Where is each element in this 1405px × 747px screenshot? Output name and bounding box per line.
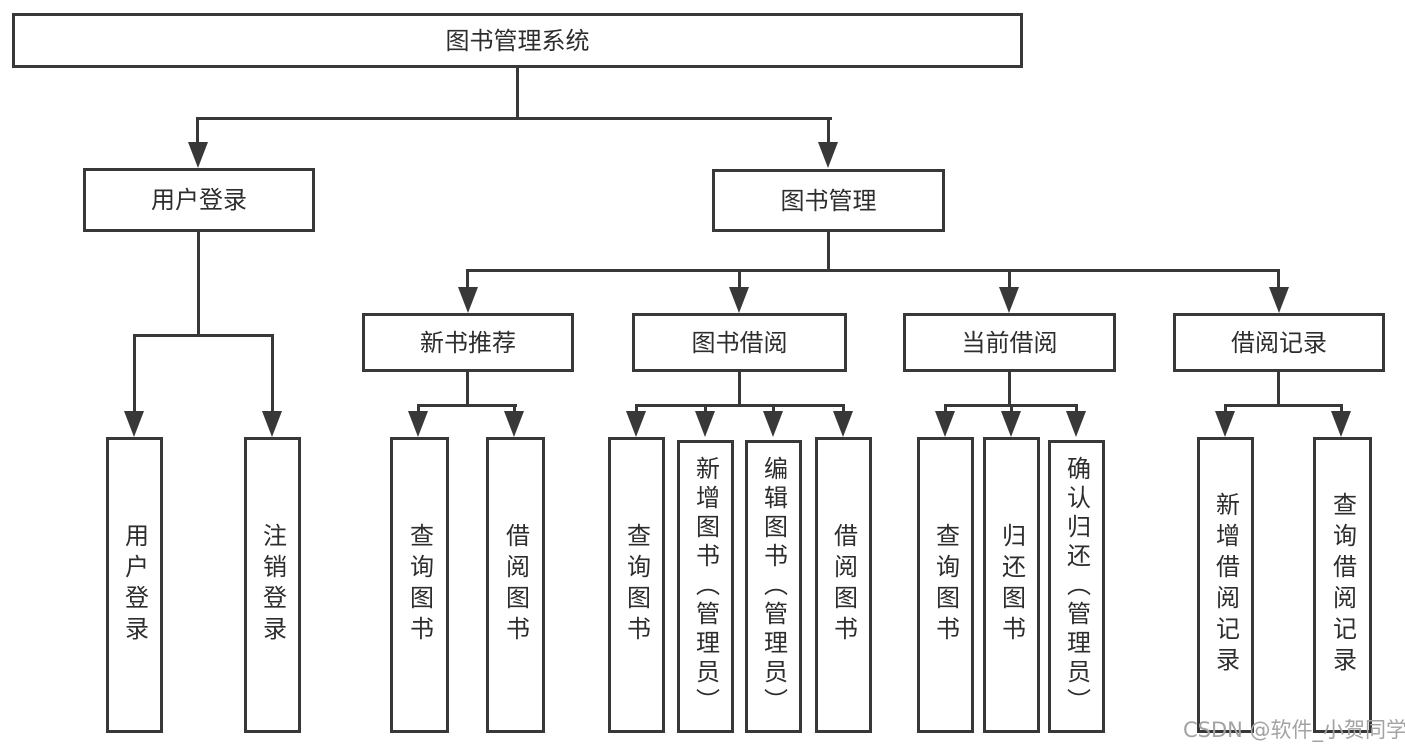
node-label: 新书推荐 bbox=[420, 328, 516, 357]
node-new-book-recommend: 新书推荐 bbox=[362, 313, 574, 372]
connector-line bbox=[738, 371, 741, 407]
node-label: 借阅图书 bbox=[501, 523, 530, 647]
arrow-down-icon bbox=[1269, 287, 1289, 313]
connector-line bbox=[513, 404, 516, 414]
connector-line bbox=[1277, 269, 1280, 291]
connector-line bbox=[1008, 371, 1011, 407]
node-label: 注销登录 bbox=[258, 523, 287, 647]
csdn-watermark: CSDN @软件_小贺同学 bbox=[1183, 718, 1405, 742]
connector-line bbox=[466, 371, 469, 407]
node-label: 新增图书（管理员） bbox=[691, 456, 720, 717]
arrow-down-icon bbox=[1331, 411, 1351, 437]
node-library-system: 图书管理系统 bbox=[12, 13, 1023, 68]
arrow-down-icon bbox=[458, 287, 478, 313]
leaf-confirm-return-admin: 确认归还（管理员） bbox=[1048, 440, 1105, 733]
node-label: 确认归还（管理员） bbox=[1062, 456, 1091, 717]
connector-line bbox=[271, 334, 274, 413]
connector-line bbox=[466, 269, 1280, 272]
leaf-query-books-borrow: 查询图书 bbox=[608, 437, 665, 733]
arrow-down-icon bbox=[1001, 411, 1021, 437]
arrow-down-icon bbox=[818, 142, 838, 168]
node-label: 编辑图书（管理员） bbox=[759, 456, 788, 717]
node-label: 用户登录 bbox=[120, 523, 149, 647]
connector-line bbox=[516, 67, 519, 120]
node-label: 图书管理系统 bbox=[445, 26, 590, 55]
connector-line bbox=[1010, 404, 1013, 414]
node-label: 图书管理 bbox=[780, 186, 877, 215]
leaf-query-books-recommend: 查询图书 bbox=[390, 437, 449, 733]
connector-line bbox=[827, 231, 830, 272]
node-label: 归还图书 bbox=[997, 523, 1026, 647]
leaf-return-books: 归还图书 bbox=[983, 437, 1040, 733]
arrow-down-icon bbox=[408, 411, 428, 437]
connector-line bbox=[417, 404, 420, 414]
connector-line bbox=[133, 334, 274, 337]
node-borrowing-records: 借阅记录 bbox=[1173, 313, 1385, 372]
connector-line bbox=[1340, 404, 1343, 414]
connector-line bbox=[466, 269, 469, 291]
node-label: 图书借阅 bbox=[691, 328, 788, 357]
node-label: 查询借阅记录 bbox=[1328, 492, 1357, 678]
arrow-down-icon bbox=[763, 411, 783, 437]
node-label: 借阅记录 bbox=[1231, 328, 1327, 357]
node-label: 查询图书 bbox=[622, 523, 651, 647]
leaf-add-borrow-record: 新增借阅记录 bbox=[1197, 437, 1254, 733]
connector-line bbox=[772, 404, 775, 414]
node-label: 用户登录 bbox=[151, 186, 247, 214]
node-book-borrowing: 图书借阅 bbox=[632, 313, 847, 372]
connector-line bbox=[417, 404, 517, 407]
leaf-borrow-books-recommend: 借阅图书 bbox=[486, 437, 545, 733]
connector-line bbox=[1008, 269, 1011, 291]
arrow-down-icon bbox=[626, 411, 646, 437]
connector-line bbox=[738, 269, 741, 291]
connector-line bbox=[635, 404, 638, 414]
node-label: 当前借阅 bbox=[961, 328, 1058, 357]
arrow-down-icon bbox=[935, 411, 955, 437]
node-label: 借阅图书 bbox=[829, 523, 858, 647]
connector-line bbox=[197, 231, 200, 337]
arrow-down-icon bbox=[1066, 411, 1086, 437]
node-label: 查询图书 bbox=[405, 523, 434, 647]
node-current-borrowing: 当前借阅 bbox=[903, 313, 1116, 372]
arrow-down-icon bbox=[124, 411, 144, 437]
leaf-query-books-current: 查询图书 bbox=[917, 437, 974, 733]
arrow-down-icon bbox=[504, 411, 524, 437]
connector-line bbox=[196, 117, 832, 120]
connector-line bbox=[1075, 404, 1078, 414]
arrow-down-icon bbox=[188, 142, 208, 168]
connector-line bbox=[827, 117, 830, 146]
node-user-login: 用户登录 bbox=[83, 168, 315, 232]
arrow-down-icon bbox=[1215, 411, 1235, 437]
node-label: 查询图书 bbox=[931, 523, 960, 647]
leaf-edit-books-admin: 编辑图书（管理员） bbox=[745, 440, 802, 733]
connector-line bbox=[196, 117, 199, 146]
leaf-add-books-admin: 新增图书（管理员） bbox=[677, 440, 734, 733]
connector-line bbox=[704, 404, 707, 414]
leaf-user-login: 用户登录 bbox=[106, 437, 163, 733]
node-book-management: 图书管理 bbox=[712, 169, 945, 232]
connector-line bbox=[842, 404, 845, 414]
leaf-borrow-books: 借阅图书 bbox=[815, 437, 872, 733]
connector-line bbox=[1224, 404, 1343, 407]
connector-line bbox=[944, 404, 947, 414]
arrow-down-icon bbox=[833, 411, 853, 437]
connector-line bbox=[635, 404, 845, 407]
leaf-logout: 注销登录 bbox=[244, 437, 301, 733]
connector-line bbox=[133, 334, 136, 413]
node-label: 新增借阅记录 bbox=[1211, 492, 1240, 678]
arrow-down-icon bbox=[729, 287, 749, 313]
connector-line bbox=[1277, 371, 1280, 407]
connector-line bbox=[1224, 404, 1227, 414]
arrow-down-icon bbox=[999, 287, 1019, 313]
arrow-down-icon bbox=[262, 411, 282, 437]
leaf-query-borrow-record: 查询借阅记录 bbox=[1313, 437, 1372, 733]
arrow-down-icon bbox=[695, 411, 715, 437]
